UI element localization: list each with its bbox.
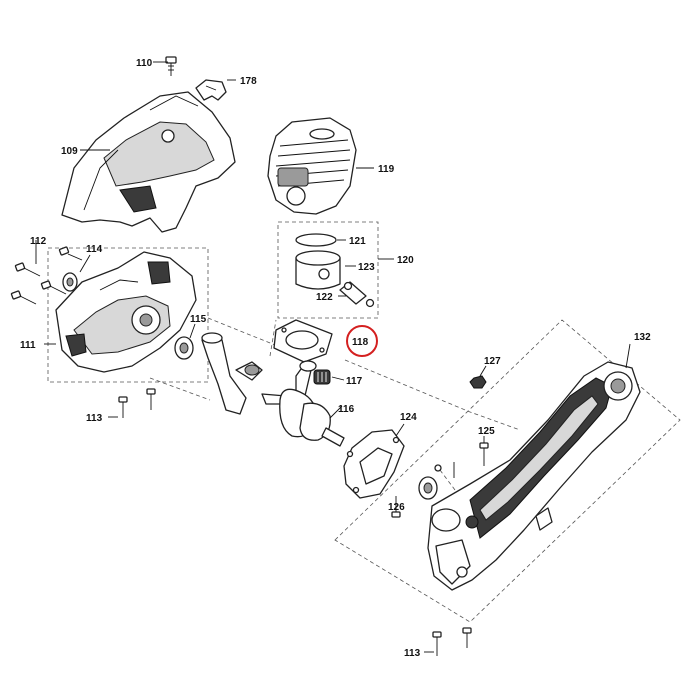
part-109-top-cover [61, 91, 236, 233]
label-119: 119 [378, 164, 395, 175]
label-111: 111 [20, 340, 36, 351]
crankcase-group-box [47, 247, 209, 383]
label-178: 178 [240, 76, 257, 87]
label-120: 120 [397, 255, 414, 266]
part-111-crankcase [55, 251, 197, 373]
label-112: 112 [30, 236, 47, 247]
part-113-screws-bottom [432, 627, 472, 656]
label-109: 109 [61, 146, 78, 157]
label-113-left: 113 [86, 413, 103, 424]
label-123: 123 [358, 262, 375, 273]
part-intake-boot [201, 332, 263, 415]
label-121: 121 [349, 236, 366, 247]
arm-group-box [334, 319, 681, 623]
part-118-cylinder-gasket [273, 319, 333, 363]
part-110-screw [165, 56, 177, 76]
part-132-cutting-arm [427, 361, 641, 591]
assembly-boundaries [47, 221, 681, 623]
part-127-nut [469, 375, 487, 389]
assembly-axis-1 [207, 317, 276, 346]
assembly-axis-5 [439, 469, 471, 511]
label-125: 125 [478, 426, 495, 437]
cylinder-kit-group-box [277, 221, 379, 319]
part-117-needle-bearing [313, 369, 331, 385]
label-110: 110 [136, 58, 153, 69]
part-123-piston-pin [339, 281, 375, 308]
assembly-axis-2 [269, 319, 277, 357]
assembly-axis-4 [149, 377, 211, 401]
part-113-screws-left [118, 388, 156, 418]
part-115-bearing [174, 336, 194, 360]
part-116-crankshaft [261, 360, 345, 447]
label-124: 124 [400, 412, 417, 423]
label-127: 127 [484, 356, 501, 367]
part-122-piston [295, 250, 341, 290]
part-118-highlight-circle [346, 325, 378, 357]
label-115: 115 [190, 314, 207, 325]
label-126: 126 [388, 502, 405, 513]
label-122: 122 [316, 292, 333, 303]
label-114: 114 [86, 244, 103, 255]
leader-lines [35, 61, 631, 653]
assembly-axis-3 [344, 359, 521, 431]
label-118: 118 [352, 337, 369, 348]
part-labels: 109 110 178 119 112 114 121 120 123 122 … [20, 58, 651, 659]
part-121-piston-ring [295, 233, 337, 247]
part-112-bolts [10, 246, 83, 305]
label-113-bottom: 113 [404, 648, 421, 659]
label-117: 117 [346, 376, 363, 387]
part-124-gasket [343, 429, 405, 499]
label-116: 116 [338, 404, 355, 415]
part-119-cylinder [267, 117, 357, 215]
part-178-clip [195, 79, 227, 101]
label-132: 132 [634, 332, 651, 343]
part-125-screw [453, 442, 489, 478]
part-114-seal [62, 272, 78, 292]
